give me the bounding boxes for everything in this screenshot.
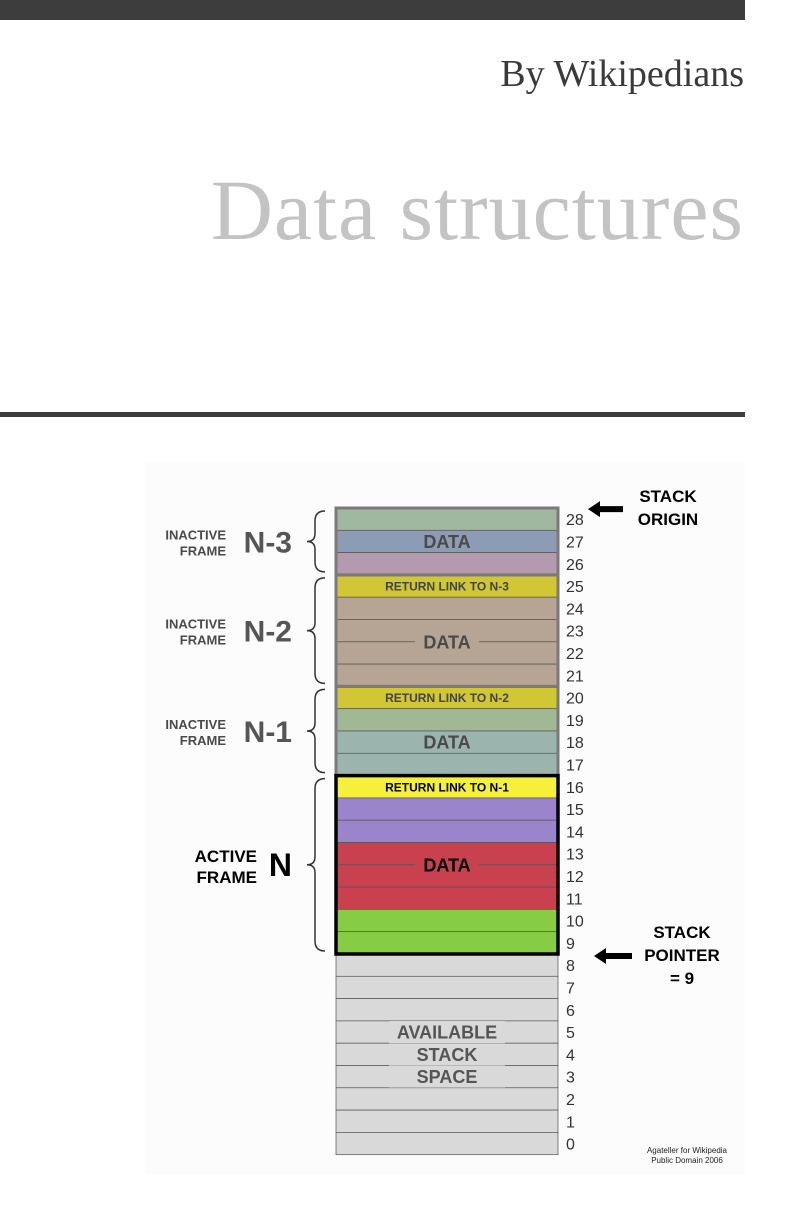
stack-cell-1: [335, 1109, 559, 1133]
available-label-backing: [389, 1021, 505, 1044]
stack-cell-8: [335, 953, 559, 977]
frame-status-label: ACTIVE: [195, 847, 257, 866]
cell-number-28: 28: [566, 512, 584, 529]
stack-pointer-label: POINTER: [644, 946, 720, 965]
frame-name-label: N-1: [244, 716, 292, 749]
stack-pointer-arrow-icon: [594, 948, 632, 964]
cell-number-17: 17: [566, 757, 584, 774]
return-link-label: RETURN LINK TO N-1: [385, 780, 509, 794]
stack-cell-7: [335, 975, 559, 999]
book-title: Data structures: [210, 162, 744, 258]
cell-number-8: 8: [566, 958, 575, 975]
cell-number-26: 26: [566, 557, 584, 574]
data-label-backing: [415, 629, 479, 654]
frame-status-label: INACTIVE: [165, 617, 226, 632]
cell-number-5: 5: [566, 1025, 575, 1042]
cell-number-3: 3: [566, 1070, 575, 1087]
frame-brace: [306, 688, 326, 774]
cell-number-27: 27: [566, 534, 584, 551]
available-space-label: AVAILABLE: [397, 1023, 497, 1043]
cell-number-9: 9: [566, 936, 575, 953]
stack-cell-21: [335, 663, 559, 687]
stack-cell-26: [335, 552, 559, 576]
cell-number-7: 7: [566, 980, 575, 997]
frame-brace: [306, 510, 326, 573]
stack-origin-label: STACK: [639, 487, 697, 506]
stack-cell-15: [335, 797, 559, 821]
available-label-backing: [389, 1065, 505, 1088]
stack-origin-label: ORIGIN: [638, 510, 698, 529]
cell-number-6: 6: [566, 1003, 575, 1020]
stack-cell-14: [335, 819, 559, 843]
cell-number-12: 12: [566, 869, 584, 886]
credit-line: Agateller for Wikipedia: [647, 1146, 728, 1155]
data-label: DATA: [423, 532, 470, 552]
available-space-label: STACK: [417, 1045, 478, 1065]
cell-number-10: 10: [566, 914, 584, 931]
cell-number-19: 19: [566, 713, 584, 730]
cell-number-0: 0: [566, 1137, 575, 1154]
author-line: By Wikipedians: [500, 53, 744, 95]
stack-cell-11: [335, 886, 559, 910]
cell-number-4: 4: [566, 1047, 575, 1064]
frame-brace: [306, 577, 326, 685]
cell-number-16: 16: [566, 780, 584, 797]
stack-cell-2: [335, 1087, 559, 1111]
stack-origin-arrow-icon: [588, 501, 623, 518]
cell-number-18: 18: [566, 735, 584, 752]
data-label: DATA: [423, 632, 470, 652]
cell-number-13: 13: [566, 847, 584, 864]
stack-cell-28: [335, 507, 559, 531]
stack-cell-19: [335, 708, 559, 732]
cell-number-14: 14: [566, 824, 584, 841]
cell-number-11: 11: [566, 891, 583, 908]
stack-cell-17: [335, 752, 559, 776]
frame-status-label: INACTIVE: [165, 717, 226, 732]
frame-name-label: N: [269, 847, 292, 883]
cell-number-20: 20: [566, 691, 584, 708]
top-bar: [0, 0, 745, 20]
cell-number-21: 21: [566, 668, 584, 685]
frame-name-label: N-2: [244, 616, 292, 649]
cell-number-22: 22: [566, 646, 584, 663]
stack-cell-0: [335, 1132, 559, 1156]
cell-number-24: 24: [566, 601, 584, 618]
frame-name-label: N-3: [244, 526, 292, 559]
return-link-label: RETURN LINK TO N-3: [385, 580, 509, 594]
cell-number-1: 1: [566, 1114, 575, 1131]
stack-cell-9: [335, 931, 559, 955]
frame-status-label: FRAME: [180, 733, 227, 748]
return-link-label: RETURN LINK TO N-2: [385, 691, 509, 705]
credit-line: Public Domain 2006: [651, 1156, 723, 1165]
data-label-backing: [415, 852, 479, 877]
data-label: DATA: [423, 733, 470, 753]
cell-number-25: 25: [566, 579, 584, 596]
frame-status-label: FRAME: [197, 868, 257, 887]
stack-cell-24: [335, 596, 559, 620]
stack-cell-6: [335, 998, 559, 1022]
available-label-backing: [389, 1043, 505, 1066]
divider-rule: [0, 412, 745, 417]
stack-pointer-label: STACK: [653, 923, 711, 942]
stack-diagram-svg: 2827262524232221201918171615141312111098…: [165, 487, 728, 1165]
frame-border-n: [334, 773, 560, 956]
available-space-label: SPACE: [417, 1067, 478, 1087]
stack-cell-10: [335, 909, 559, 933]
frame-status-label: FRAME: [180, 633, 227, 648]
data-label: DATA: [423, 855, 470, 875]
cell-number-15: 15: [566, 802, 584, 819]
stack-pointer-label: = 9: [670, 969, 694, 988]
frame-brace: [306, 777, 326, 952]
cell-number-2: 2: [566, 1092, 575, 1109]
frame-status-label: INACTIVE: [165, 527, 226, 542]
frame-status-label: FRAME: [180, 543, 227, 558]
cell-number-23: 23: [566, 624, 584, 641]
